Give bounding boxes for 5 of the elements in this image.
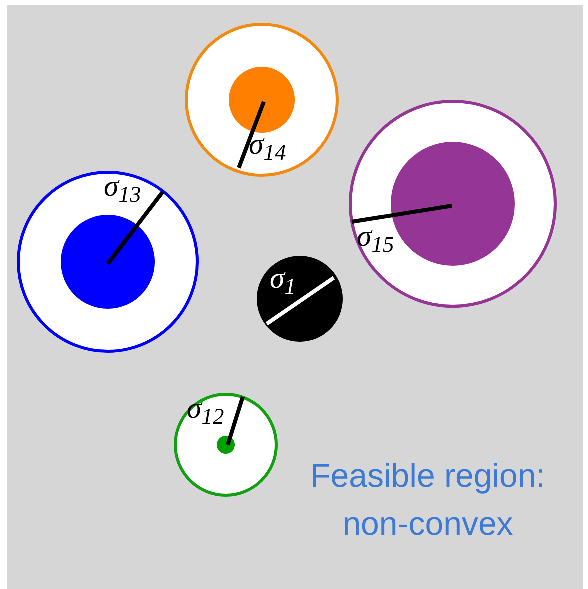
region-note: Feasible region: non-convex <box>310 456 546 544</box>
sigma-label: σ$_{15}$ <box>357 222 394 252</box>
sigma-label: σ$_{13}$ <box>104 172 142 202</box>
sigma-label: σ$_{1}$ <box>270 264 296 294</box>
sigma-label: σ$_{14}$ <box>249 130 286 160</box>
